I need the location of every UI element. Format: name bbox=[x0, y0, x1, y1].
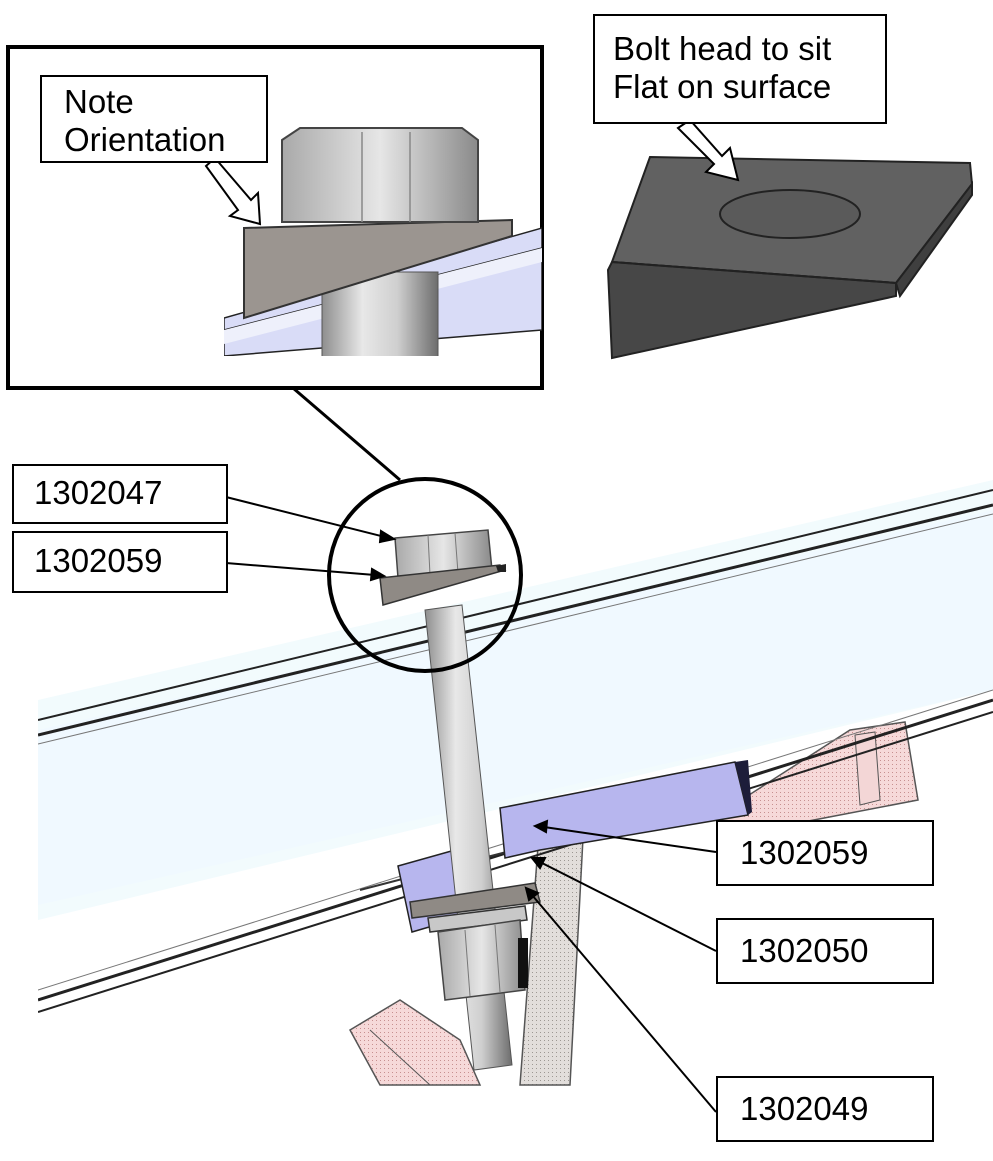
bolt-head-callout: Bolt head to sit Flat on surface bbox=[593, 14, 887, 124]
part-label-1302059-upper: 1302059 bbox=[12, 531, 228, 593]
part-label-1302050: 1302050 bbox=[716, 918, 934, 984]
washer-hole bbox=[719, 189, 861, 239]
part-number-text: 1302059 bbox=[34, 542, 163, 579]
part-number-text: 1302050 bbox=[740, 932, 869, 969]
part-number-text: 1302049 bbox=[740, 1090, 869, 1127]
main-assembly-view bbox=[38, 480, 993, 1086]
lower-nut-assembly bbox=[409, 882, 541, 1001]
part-label-1302059-lower: 1302059 bbox=[716, 820, 934, 886]
inset-connector-line bbox=[292, 386, 401, 482]
part-label-1302049: 1302049 bbox=[716, 1076, 934, 1142]
bolt-head-arrow bbox=[676, 118, 740, 182]
upper-bolt-assembly bbox=[379, 529, 507, 606]
note-orientation-line1: Note bbox=[64, 83, 134, 120]
detail-circle bbox=[327, 477, 523, 673]
part-number-text: 1302047 bbox=[34, 474, 163, 511]
part-number-text: 1302059 bbox=[740, 834, 869, 871]
note-orientation-arrow bbox=[204, 156, 262, 226]
part-label-1302047: 1302047 bbox=[12, 464, 228, 524]
note-orientation-line2: Orientation bbox=[64, 121, 226, 158]
wedge-washer-isometric bbox=[606, 155, 974, 360]
bolt-head-line1: Bolt head to sit bbox=[613, 30, 832, 67]
note-orientation-callout: Note Orientation bbox=[40, 75, 268, 163]
bolt-head-line2: Flat on surface bbox=[613, 68, 832, 105]
leader-lines bbox=[225, 496, 717, 1113]
